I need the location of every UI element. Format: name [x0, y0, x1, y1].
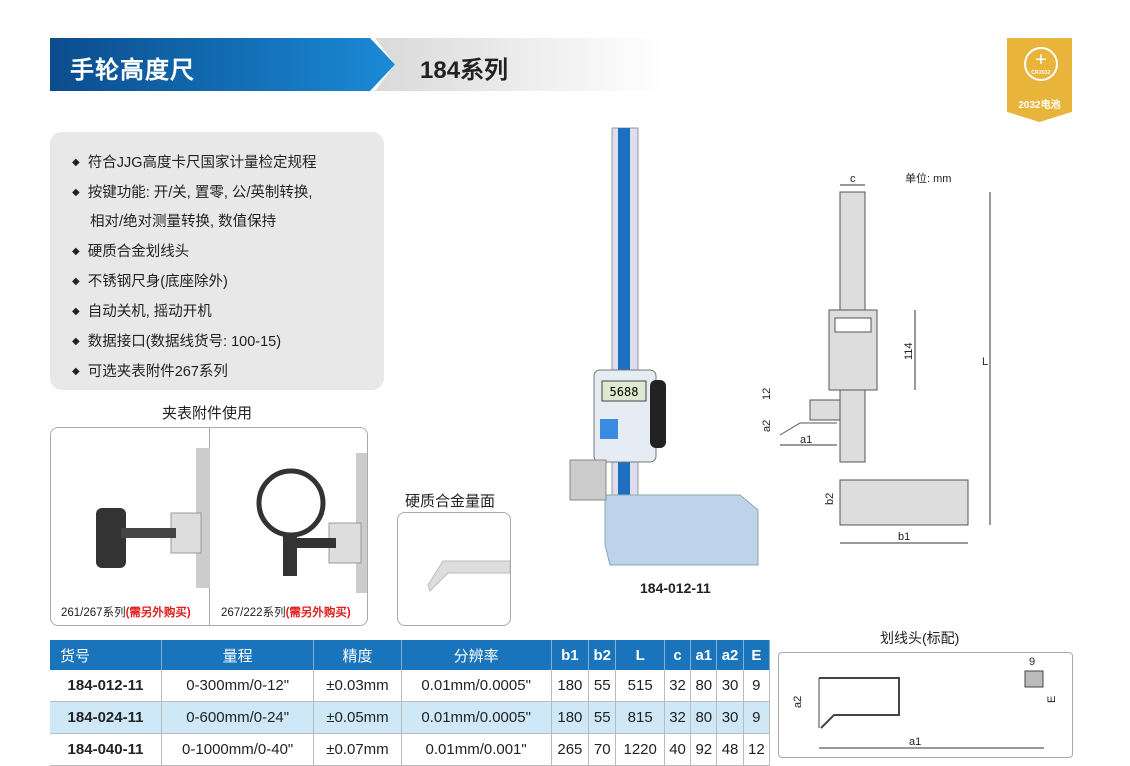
page-title: 手轮高度尺	[70, 57, 195, 84]
feature-item: ◆不锈钢尺身(底座除外)	[72, 274, 228, 290]
lcd-readout: 5688	[610, 385, 639, 399]
dim-a2: a2	[761, 420, 773, 432]
right-caption: 267/222系列(需另外购买)	[221, 607, 351, 619]
feature-item: ◆按键功能: 开/关, 置零, 公/英制转换,	[72, 185, 313, 201]
scriber-9: 9	[1029, 656, 1035, 668]
product-model: 184-012-11	[640, 580, 711, 596]
scriber-a2: a2	[792, 696, 804, 708]
plus-icon: +	[1035, 49, 1047, 71]
feature-item: ◆自动关机, 摇动开机	[72, 304, 212, 320]
scriber-heading: 划线头(标配)	[880, 630, 960, 646]
dim-b1: b1	[898, 531, 910, 543]
scriber-diagram: a1 a2 9 E	[778, 652, 1073, 758]
feature-item: ◆可选夹表附件267系列	[72, 364, 228, 380]
feature-item: ◆数据接口(数据线货号: 100-15)	[72, 334, 282, 350]
dim-L: L	[982, 356, 988, 368]
scriber-E: E	[1046, 696, 1058, 703]
unit-label: 单位: mm	[905, 171, 951, 185]
battery-ring-text: CR2032	[1031, 70, 1051, 76]
dim-a1: a1	[800, 434, 812, 446]
carbide-photo	[397, 512, 511, 626]
feature-item: ◆符合JJG高度卡尺国家计量检定规程	[72, 155, 317, 171]
battery-badge: + CR2032 2032电池	[1007, 38, 1072, 122]
scriber-a1: a1	[909, 736, 921, 748]
series-title: 184系列	[420, 57, 509, 84]
dim-12: 12	[761, 388, 773, 400]
product-photo: 5688	[569, 127, 759, 566]
dim-114: 114	[903, 342, 915, 360]
feature-list: ◆符合JJG高度卡尺国家计量检定规程 ◆按键功能: 开/关, 置零, 公/英制转…	[50, 132, 384, 390]
accessory-photos: 261/267系列(需另外购买) 267/222系列(需另外购买)	[50, 427, 368, 626]
clamp-attachment-photo	[96, 448, 367, 593]
feature-item: 相对/绝对测量转换, 数值保持	[90, 214, 277, 230]
accessory-heading: 夹表附件使用	[162, 405, 253, 422]
dim-c: c	[850, 173, 856, 185]
dim-b2: b2	[824, 493, 836, 505]
battery-icon: + CR2032	[1024, 47, 1058, 81]
battery-label: 2032电池	[1018, 100, 1061, 111]
carbide-label: 硬质合金量面	[405, 493, 496, 510]
feature-item: ◆硬质合金划线头	[72, 244, 190, 260]
title-banner	[50, 38, 395, 91]
series-banner	[375, 38, 665, 91]
dimension-diagram: 单位: mm c L 114 12 a2 a1 b2 b1	[761, 171, 991, 544]
left-caption: 261/267系列(需另外购买)	[61, 607, 191, 619]
